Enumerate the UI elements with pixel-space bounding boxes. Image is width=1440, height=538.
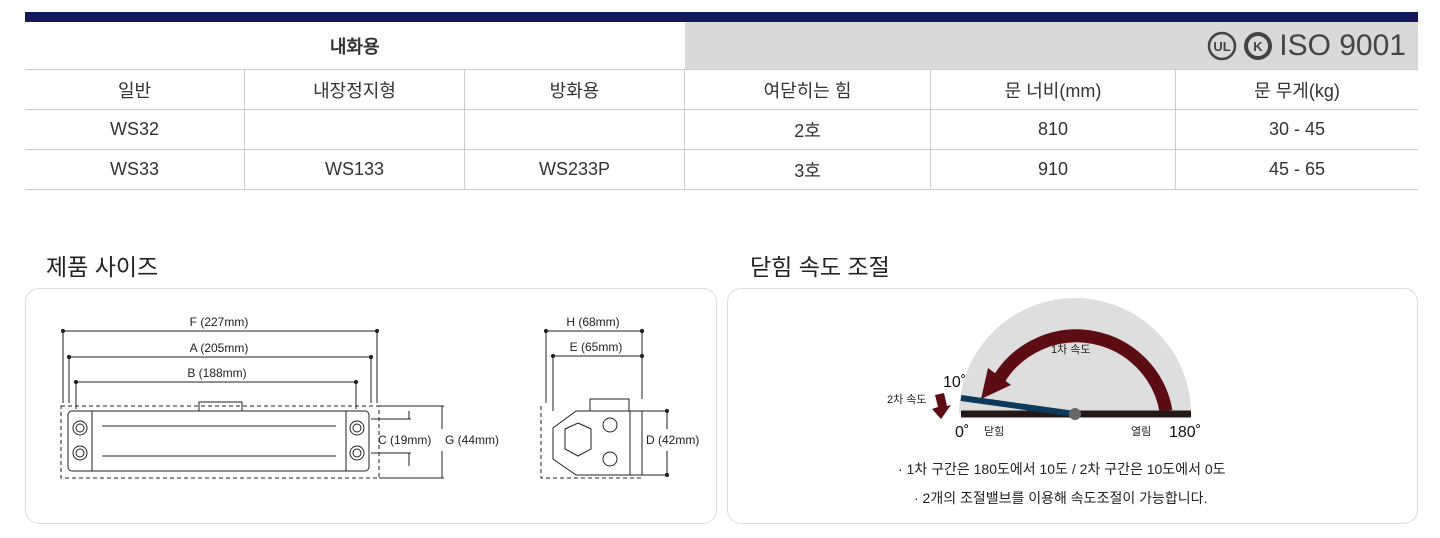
- dimension-lines: [60, 328, 444, 479]
- dim-g: G (44mm): [445, 433, 499, 447]
- note-2: · 2개의 조절밸브를 이용해 속도조절이 가능합니다.: [914, 490, 1208, 506]
- open-label: 열림: [1131, 425, 1151, 438]
- speed1-arrow: [993, 329, 1173, 413]
- dimension-labels: F (227mm) A (205mm) B (188mm) C (19mm) G…: [187, 315, 699, 447]
- closer-body-front: [67, 401, 370, 472]
- fire-header: 내화용: [25, 22, 685, 70]
- cell: WS133: [244, 149, 465, 190]
- pivot: [1069, 408, 1081, 420]
- col-header: 방화용: [464, 69, 685, 110]
- cell: 30 - 45: [1175, 109, 1418, 150]
- svg-text:UL: UL: [1214, 39, 1231, 54]
- size-section-title: 제품 사이즈: [46, 254, 159, 280]
- closer-dimension-diagram: F (227mm) A (205mm) B (188mm) C (19mm) G…: [60, 315, 699, 479]
- speed1-arrowhead: [981, 368, 1011, 399]
- dim-e: E (65mm): [570, 340, 623, 354]
- top-accent-bar: [25, 12, 1418, 22]
- cell: 910: [930, 149, 1176, 190]
- svg-text:K: K: [1254, 39, 1264, 54]
- cell: WS233P: [464, 149, 685, 190]
- close-label: 닫힘: [984, 425, 1004, 438]
- cell: [464, 109, 685, 150]
- speed1-label: 1차 속도: [1051, 343, 1091, 356]
- col-header: 내장정지형: [244, 69, 465, 110]
- cell: 2호: [684, 109, 931, 150]
- size-panel: F (227mm) A (205mm) B (188mm) C (19mm) G…: [25, 288, 717, 524]
- speed2-label: 2차 속도: [887, 393, 927, 406]
- speed2-arrow: [932, 393, 951, 419]
- cell: 810: [930, 109, 1176, 150]
- dim-a: A (205mm): [190, 341, 249, 355]
- col-header: 여닫히는 힘: [684, 69, 931, 110]
- dim-b: B (188mm): [187, 366, 246, 380]
- dim-h: H (68mm): [566, 315, 619, 329]
- ul-logo-icon: UL: [1207, 31, 1237, 60]
- cell: 3호: [684, 149, 931, 190]
- cert-logos: UL K ISO 9001: [684, 22, 1418, 70]
- cell: [244, 109, 465, 150]
- spec-table: 내화용 UL K ISO 9001 일반 내장정지형 방화용 여닫히는 힘 문 …: [25, 22, 1418, 190]
- dim-d: D (42mm): [646, 433, 699, 447]
- door-needle: [960, 395, 1076, 417]
- col-header: 일반: [25, 69, 245, 110]
- iso-label: ISO 9001: [1279, 28, 1406, 62]
- swing-range: [959, 298, 1191, 414]
- cell: WS33: [25, 149, 245, 190]
- speed-section-title: 닫힘 속도 조절: [750, 254, 890, 280]
- closing-speed-diagram: 1차 속도 2차 속도 10˚ 0˚ 180˚ 닫힘 열림: [887, 298, 1201, 441]
- dim-f: F (227mm): [190, 315, 249, 329]
- deg-0-label: 0˚: [955, 424, 969, 441]
- kc-logo-icon: K: [1244, 31, 1273, 60]
- closer-body-side: [540, 328, 670, 479]
- deg-10-label: 10˚: [943, 374, 966, 391]
- dim-c: C (19mm): [378, 433, 431, 447]
- deg-180-label: 180˚: [1169, 424, 1201, 441]
- speed-panel: 1차 속도 2차 속도 10˚ 0˚ 180˚ 닫힘 열림 · 1차 구간은 1…: [727, 288, 1418, 524]
- note-1: · 1차 구간은 180도에서 10도 / 2차 구간은 10도에서 0도: [898, 461, 1226, 477]
- cell: WS32: [25, 109, 245, 150]
- col-header: 문 너비(mm): [930, 69, 1176, 110]
- col-header: 문 무게(kg): [1175, 69, 1418, 110]
- cell: 45 - 65: [1175, 149, 1418, 190]
